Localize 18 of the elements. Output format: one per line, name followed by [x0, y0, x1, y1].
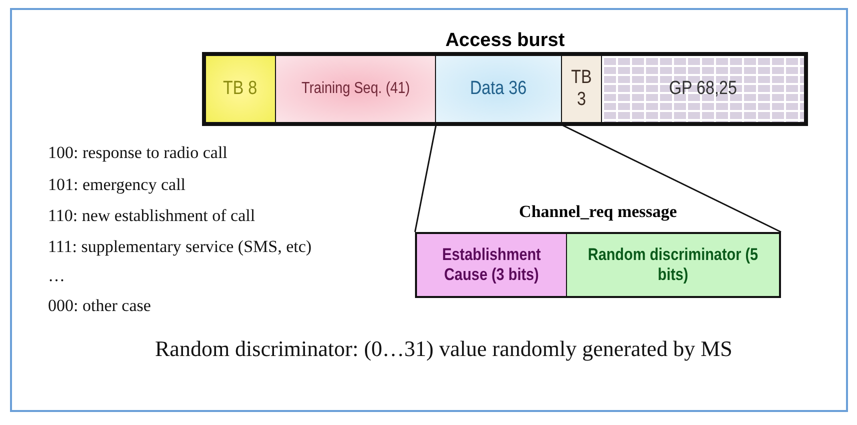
field-segment: Training Seq. (41): [276, 56, 436, 122]
field-segment: TB 3: [562, 56, 602, 122]
footnote: Random discriminator: (0…31) value randomly generated by MS: [155, 336, 732, 362]
field-segment: GP 68,25: [602, 56, 804, 122]
zoom-line: [414, 124, 437, 232]
code-list-item: 100: response to radio call: [48, 143, 228, 163]
field-segment: TB 8: [206, 56, 276, 122]
zoom-line: [562, 124, 782, 233]
field-segment: Establishment Cause (3 bits): [417, 234, 567, 296]
code-list-item: 000: other case: [48, 296, 151, 316]
field-segment: Random discriminator (5 bits): [567, 234, 779, 296]
code-list-item: 111: supplementary service (SMS, etc): [48, 237, 312, 257]
code-list-item: …: [48, 266, 65, 286]
code-list-item: 101: emergency call: [48, 175, 186, 195]
heading: Channel_req message: [519, 202, 677, 222]
code-list-item: 110: new establishment of call: [48, 206, 256, 226]
heading: Access burst: [445, 30, 565, 52]
field-segment: Data 36: [436, 56, 562, 122]
